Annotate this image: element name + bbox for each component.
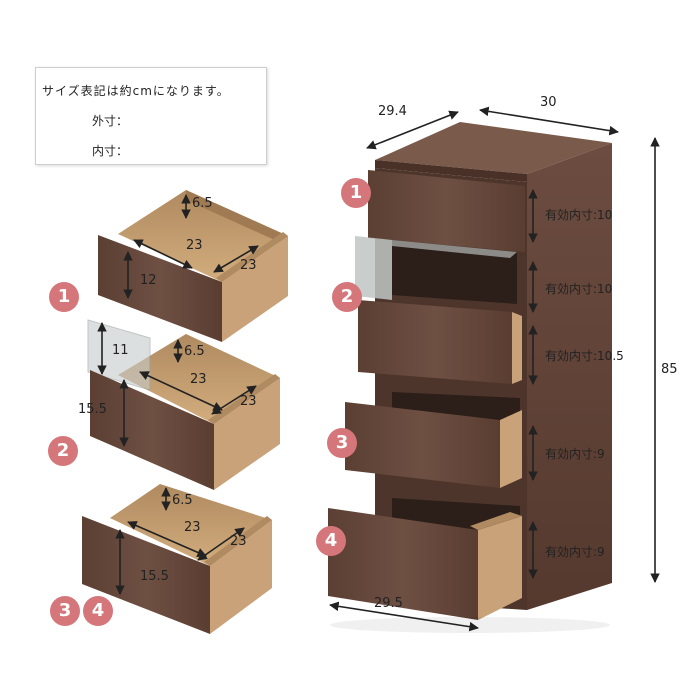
drawer-2-inner-depth: 23 bbox=[190, 372, 207, 387]
effective-depth-label-4: 有効内寸:9 bbox=[545, 447, 605, 461]
chest-height-label: 85 bbox=[661, 362, 678, 377]
drawer-1-illustration bbox=[98, 190, 288, 342]
drawer-3-4-inner-depth: 23 bbox=[184, 520, 201, 535]
drawer-3-badge: 3 bbox=[50, 596, 80, 626]
chest-drawer-badge-2: 2 bbox=[332, 282, 362, 312]
drawer-1-outer-height: 12 bbox=[140, 273, 157, 288]
drawer-3-4-inner-width: 23 bbox=[230, 534, 247, 549]
drawer-1-dimension-lines bbox=[123, 194, 259, 299]
legend-outer-label: 外寸： bbox=[92, 114, 129, 128]
drawer-2-outer-height: 15.5 bbox=[78, 402, 107, 417]
effective-depth-label-5: 有効内寸:9 bbox=[545, 545, 605, 559]
effective-depth-label-2: 有効内寸:10 bbox=[545, 282, 613, 296]
chest-drawer-badge-4: 4 bbox=[316, 526, 346, 556]
drawer-1-badge: 1 bbox=[49, 282, 79, 312]
chest-drawer-badge-3: 3 bbox=[327, 428, 357, 458]
chest-drawer-badge-1: 1 bbox=[341, 178, 371, 208]
drawer-width-label: 29.5 bbox=[374, 596, 403, 611]
legend-title: サイズ表記は約cmになります。 bbox=[42, 84, 230, 98]
drawer-3-4-outer-height: 15.5 bbox=[140, 569, 169, 584]
effective-depth-label-1: 有効内寸:10 bbox=[545, 208, 613, 222]
chest-dimension-lines bbox=[329, 106, 660, 632]
drawer-1-inner-width: 23 bbox=[240, 258, 257, 273]
drawer-1-inner-height: 6.5 bbox=[192, 196, 213, 211]
drawer-1-inner-depth: 23 bbox=[186, 238, 203, 253]
drawer-4-badge: 4 bbox=[83, 596, 113, 626]
drawer-2-inner-width: 23 bbox=[240, 394, 257, 409]
drawer-3-4-inner-height: 6.5 bbox=[172, 493, 193, 508]
size-legend: サイズ表記は約cmになります。 外寸： 内寸： bbox=[35, 67, 267, 165]
drawer-3-4-dimension-lines bbox=[115, 487, 245, 595]
chest-depth-label: 29.4 bbox=[378, 104, 407, 119]
legend-inner-label: 内寸： bbox=[92, 144, 129, 158]
drawer-2-glass-height: 11 bbox=[112, 343, 129, 358]
chest-of-drawers bbox=[328, 122, 612, 633]
drawer-2-inner-height: 6.5 bbox=[184, 344, 205, 359]
drawer-2-badge: 2 bbox=[48, 436, 78, 466]
drawer-2-dimension-lines bbox=[97, 322, 257, 447]
effective-depth-label-3: 有効内寸:10.5 bbox=[545, 349, 624, 363]
chest-width-label: 30 bbox=[540, 95, 557, 110]
